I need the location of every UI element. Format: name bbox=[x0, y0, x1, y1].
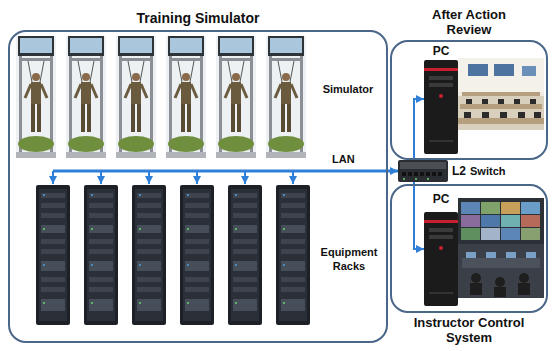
system-region: After Action ReviewPC bbox=[390, 40, 548, 160]
lan-drop bbox=[100, 171, 102, 184]
part-label: Equipment Racks bbox=[316, 245, 382, 273]
simulator-figure bbox=[166, 36, 206, 158]
network-link bbox=[388, 170, 398, 173]
pc-tower bbox=[424, 60, 458, 154]
simulator-figure bbox=[266, 36, 306, 158]
lan-drop bbox=[148, 171, 150, 184]
lan-bus bbox=[53, 170, 388, 173]
pc-node: PC bbox=[424, 44, 458, 154]
equipment-rack bbox=[228, 185, 262, 325]
simulator-figure bbox=[216, 36, 256, 158]
region-title: After Action Review bbox=[419, 7, 519, 37]
part-label: Simulator bbox=[316, 82, 380, 96]
system-region: Instructor Control SystemPC bbox=[390, 184, 548, 313]
node-label: Switch bbox=[470, 165, 505, 178]
switch-node: L2 Switch bbox=[398, 160, 509, 182]
pc-tower bbox=[424, 212, 458, 306]
equipment-rack bbox=[84, 185, 118, 325]
equipment-rack bbox=[180, 185, 214, 325]
lan-drop bbox=[52, 171, 54, 184]
simulator-figure bbox=[16, 36, 56, 158]
link-label: LAN bbox=[330, 153, 357, 166]
control-room-photo bbox=[458, 198, 544, 298]
switch-icon bbox=[398, 160, 448, 182]
lan-drop bbox=[244, 171, 246, 184]
region-title: Instructor Control System bbox=[404, 315, 534, 345]
classroom-photo bbox=[458, 58, 544, 130]
lan-drop bbox=[196, 171, 198, 184]
system-region: Training Simulator bbox=[8, 30, 388, 343]
node-label: L2 bbox=[452, 165, 466, 178]
lan-drop bbox=[292, 171, 294, 184]
node-label: PC bbox=[433, 192, 450, 206]
node-label: PC bbox=[433, 44, 450, 58]
region-title: Training Simulator bbox=[137, 10, 260, 27]
pc-node: PC bbox=[424, 192, 458, 306]
simulator-figure bbox=[66, 36, 106, 158]
equipment-rack bbox=[132, 185, 166, 325]
network-link bbox=[414, 182, 424, 249]
network-link bbox=[414, 99, 424, 160]
simulator-figure bbox=[116, 36, 156, 158]
equipment-rack bbox=[36, 185, 70, 325]
equipment-rack bbox=[276, 185, 310, 325]
